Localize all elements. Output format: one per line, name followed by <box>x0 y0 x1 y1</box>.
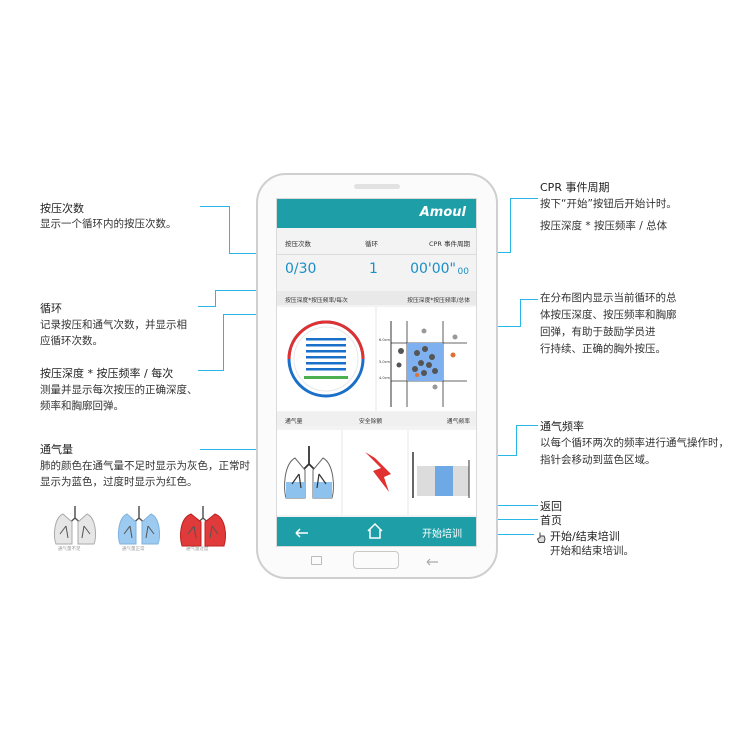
lungs-red-icon <box>180 506 226 547</box>
scatter-tick-label: 6.0cm <box>379 338 390 342</box>
vent-rate-panel <box>409 430 476 515</box>
brand-logo: Amoul <box>419 205 466 220</box>
hardware-back-button[interactable] <box>426 553 440 572</box>
app-header-bar: Amoul <box>277 199 476 228</box>
depth-rate-title: 按压深度 * 按压频率 / 每次 <box>40 367 174 380</box>
depth-rate-total-title: 按压深度 * 按压频率 / 总体 <box>540 220 668 232</box>
home-label: 首页 <box>540 514 562 527</box>
vent-rate-label: 通气频率 <box>446 419 470 425</box>
back-arrow-icon <box>426 558 438 566</box>
vent-rate-desc-2: 指针会移动到蓝色区域。 <box>540 454 656 466</box>
speaker-grille <box>354 184 400 189</box>
press-count-desc: 显示一个循环内的按压次数。 <box>40 218 177 230</box>
volume-label: 通气量 <box>285 419 303 425</box>
defib-label: 安全除颤 <box>359 419 383 425</box>
lung-examples <box>54 506 226 547</box>
start-stop-desc: 开始和结束培训。 <box>550 545 634 557</box>
recent-apps-icon[interactable] <box>311 556 322 565</box>
app-screen: Amoul 按压次数 循环 CPR 事件周期 0/30 1 00'00" 00 … <box>276 198 477 547</box>
cpr-timer-value: 00'00" <box>410 261 456 277</box>
volume-desc-1: 肺的颜色在通气量不足时显示为灰色，正常时 <box>40 460 250 472</box>
cycle-desc-2: 应循环次数。 <box>40 335 103 347</box>
connector-line <box>510 198 538 199</box>
back-label: 返回 <box>540 500 562 513</box>
connector-line <box>470 534 534 535</box>
connector-line <box>198 370 224 371</box>
connector-line <box>516 425 517 456</box>
lungs-blue-icon <box>118 506 160 545</box>
distribution-desc-1: 在分布图内显示当前循环的总 <box>540 292 677 304</box>
connector-line <box>215 290 216 307</box>
app-bottom-bar: 开始培训 <box>277 517 476 546</box>
distribution-desc-2: 体按压深度、按压频率和胸廓 <box>540 309 677 321</box>
cycle-value: 1 <box>369 261 378 277</box>
connector-line <box>516 425 538 426</box>
connector-line <box>510 198 511 253</box>
hand-pointer-icon <box>536 528 546 543</box>
connector-line <box>200 449 284 450</box>
connector-line <box>229 206 230 254</box>
press-count-title: 按压次数 <box>40 202 84 215</box>
compression-gauge-panel <box>277 307 375 411</box>
lung-caption-blue: 通气量正常 <box>122 547 145 552</box>
home-button[interactable] <box>366 522 384 544</box>
connector-line <box>229 253 282 254</box>
scatter-tick-label: 4.0cm <box>379 376 390 380</box>
lungs-gray-icon <box>54 506 96 545</box>
depth-rate-desc-1: 测量并显示每次按压的正确深度、 <box>40 384 198 396</box>
ventilation-section-header: 通气量 安全除颤 通气频率 <box>277 412 476 426</box>
depth-rate-desc-2: 频率和胸廓回弹。 <box>40 400 124 412</box>
cpr-cycle-header: CPR 事件周期 <box>428 240 470 248</box>
stats-header-row: 按压次数 循环 CPR 事件周期 <box>277 236 476 250</box>
press-count-header: 按压次数 <box>285 240 311 248</box>
lung-caption-gray: 通气量不足 <box>58 547 81 552</box>
volume-panel <box>277 430 341 515</box>
defib-panel <box>343 430 407 515</box>
start-training-button[interactable]: 开始培训 <box>422 529 462 540</box>
cycle-desc-1: 记录按压和通气次数，并显示相 <box>40 319 187 331</box>
connector-line <box>223 314 283 315</box>
vent-rate-desc-1: 以每个循环两次的频率进行通气操作时， <box>540 437 729 449</box>
vent-rate-title: 通气频率 <box>540 420 584 433</box>
cpr-timer-small: 00 <box>457 267 469 277</box>
press-count-value: 0/30 <box>285 261 317 277</box>
connector-line <box>520 299 521 327</box>
cycle-header: 循环 <box>365 240 378 248</box>
volume-desc-2: 显示为蓝色，过度时显示为红色。 <box>40 476 198 488</box>
distribution-desc-3: 回弹，有助于鼓励学员进 <box>540 326 656 338</box>
divider <box>277 254 476 255</box>
home-icon <box>367 522 383 539</box>
back-arrow-icon <box>295 528 308 538</box>
compression-section-header: 按压深度*按压频率/每次 按压深度*按压频率/总体 <box>277 291 476 305</box>
cpr-cycle-title: CPR 事件周期 <box>540 181 610 194</box>
connector-line <box>200 206 230 207</box>
distribution-desc-4: 行持续、正确的胸外按压。 <box>540 343 666 355</box>
back-button[interactable] <box>293 522 311 544</box>
distribution-scatter: 6.0cm 5.0cm 4.0cm <box>379 321 467 407</box>
lungs-volume-icon <box>284 446 334 499</box>
depth-rate-total-label: 按压深度*按压频率/总体 <box>407 298 470 304</box>
lightning-icon <box>365 452 391 492</box>
scatter-tick-label: 5.0cm <box>379 360 390 364</box>
compression-gauge <box>287 320 365 398</box>
vent-rate-gauge <box>412 452 470 498</box>
home-hardware-button[interactable] <box>353 551 399 569</box>
connector-line <box>223 314 224 371</box>
start-stop-title: 开始/结束培训 <box>550 530 620 543</box>
volume-title: 通气量 <box>40 443 73 456</box>
depth-rate-each-label: 按压深度*按压频率/每次 <box>285 298 348 304</box>
distribution-scatter-panel: 6.0cm 5.0cm 4.0cm <box>377 307 476 411</box>
cycle-title: 循环 <box>40 302 62 315</box>
connector-line <box>198 306 216 307</box>
connector-line <box>520 299 538 300</box>
cpr-cycle-desc: 按下“开始”按钮后开始计时。 <box>540 198 677 210</box>
lung-caption-red: 通气量过度 <box>186 547 209 552</box>
